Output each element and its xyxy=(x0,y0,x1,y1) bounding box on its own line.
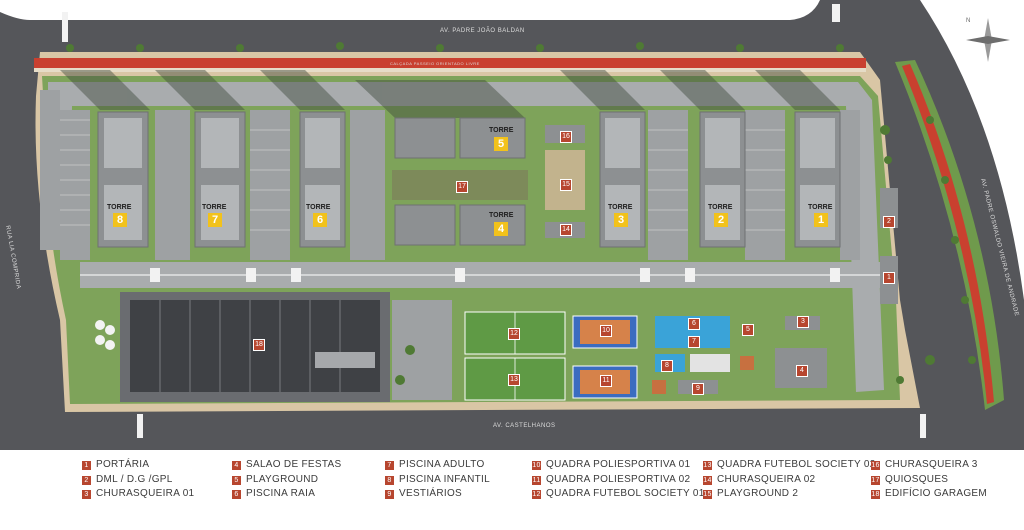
tower-word-1: TORRE xyxy=(808,204,833,211)
legend-num-15: 15 xyxy=(703,490,712,499)
tower-word-2: TORRE xyxy=(708,204,733,211)
legend-num-4: 4 xyxy=(232,461,241,470)
legend-num-16: 16 xyxy=(871,461,880,470)
tower-word-4: TORRE xyxy=(489,212,514,219)
legend-label-9: VESTIÁRIOS xyxy=(399,488,463,499)
tower-tag-4: 4 xyxy=(494,222,508,236)
legend-num-10: 10 xyxy=(532,461,541,470)
legend-label-2: DML / D.G /GPL xyxy=(96,474,173,485)
tower-word-6: TORRE xyxy=(306,204,331,211)
map-badge-17: 17 xyxy=(456,181,468,193)
legend-label-7: PISCINA ADULTO xyxy=(399,459,485,470)
legend-label-11: QUADRA POLIESPORTIVA 02 xyxy=(546,474,691,485)
legend-item-2: 2 DML / D.G /GPL xyxy=(82,474,173,485)
legend-label-12: QUADRA FUTEBOL SOCIETY 01 xyxy=(546,488,705,499)
legend-label-10: QUADRA POLIESPORTIVA 01 xyxy=(546,459,691,470)
legend-item-14: 14 CHURASQUEIRA 02 xyxy=(703,474,815,485)
street-label-south: AV. CASTELHANOS xyxy=(493,423,556,429)
legend-label-13: QUADRA FUTEBOL SOCIETY 02 xyxy=(717,459,876,470)
legend-label-1: PORTÁRIA xyxy=(96,459,150,470)
map-badge-11: 11 xyxy=(600,375,612,387)
legend-label-15: PLAYGROUND 2 xyxy=(717,488,799,499)
map-badge-2: 2 xyxy=(883,216,895,228)
legend-num-5: 5 xyxy=(232,476,241,485)
legend-item-5: 5 PLAYGROUND xyxy=(232,474,318,485)
legend-label-8: PISCINA INFANTIL xyxy=(399,474,490,485)
legend-item-6: 6 PISCINA RAIA xyxy=(232,488,315,499)
tower-tag-1: 1 xyxy=(814,213,828,227)
map-badge-7: 7 xyxy=(688,336,700,348)
legend-item-7: 7 PISCINA ADULTO xyxy=(385,459,485,470)
legend-item-16: 16 CHURASQUEIRA 3 xyxy=(871,459,978,470)
site-map: N xyxy=(0,0,1024,450)
map-badge-9: 9 xyxy=(692,383,704,395)
tower-tag-6: 6 xyxy=(313,213,327,227)
legend-label-5: PLAYGROUND xyxy=(246,474,319,485)
legend-label-4: SALAO DE FESTAS xyxy=(246,459,342,470)
legend-label-16: CHURASQUEIRA 3 xyxy=(885,459,978,470)
map-badge-13: 13 xyxy=(508,374,520,386)
legend-item-3: 3 CHURASQUEIRA 01 xyxy=(82,488,194,499)
legend-num-3: 3 xyxy=(82,490,91,499)
map-badge-8: 8 xyxy=(661,360,673,372)
map-badge-14: 14 xyxy=(560,224,572,236)
legend-num-6: 6 xyxy=(232,490,241,499)
tower-tag-5: 5 xyxy=(494,137,508,151)
tower-tag-2: 2 xyxy=(714,213,728,227)
tower-word-3: TORRE xyxy=(608,204,633,211)
legend-num-13: 13 xyxy=(703,461,712,470)
map-badge-18: 18 xyxy=(253,339,265,351)
tower-word-5: TORRE xyxy=(489,127,514,134)
tower-word-7: TORRE xyxy=(202,204,227,211)
map-badge-1: 1 xyxy=(883,272,895,284)
map-badge-5: 5 xyxy=(742,324,754,336)
tower-tag-8: 8 xyxy=(113,213,127,227)
legend-num-8: 8 xyxy=(385,476,394,485)
legend-label-17: QUIOSQUES xyxy=(885,474,949,485)
street-label-north: AV. PADRE JOÃO BALDAN xyxy=(440,28,525,34)
legend-num-7: 7 xyxy=(385,461,394,470)
legend-item-8: 8 PISCINA INFANTIL xyxy=(385,474,490,485)
map-badge-3: 3 xyxy=(797,316,809,328)
map-badge-16: 16 xyxy=(560,131,572,143)
tower-tag-3: 3 xyxy=(614,213,628,227)
legend-item-10: 10 QUADRA POLIESPORTIVA 01 xyxy=(532,459,690,470)
tower-tag-7: 7 xyxy=(208,213,222,227)
legend-label-14: CHURASQUEIRA 02 xyxy=(717,474,816,485)
legend-item-15: 15 PLAYGROUND 2 xyxy=(703,488,798,499)
legend-num-18: 18 xyxy=(871,490,880,499)
legend-num-9: 9 xyxy=(385,490,394,499)
legend-item-17: 17 QUIOSQUES xyxy=(871,474,948,485)
legend-num-17: 17 xyxy=(871,476,880,485)
legend-item-13: 13 QUADRA FUTEBOL SOCIETY 02 xyxy=(703,459,876,470)
map-badge-12: 12 xyxy=(508,328,520,340)
map-badge-15: 15 xyxy=(560,179,572,191)
legend-num-14: 14 xyxy=(703,476,712,485)
legend-item-12: 12 QUADRA FUTEBOL SOCIETY 01 xyxy=(532,488,705,499)
map-badge-10: 10 xyxy=(600,325,612,337)
map-badge-4: 4 xyxy=(796,365,808,377)
street-label-north-path: CALÇADA PASSEIO ORIENTADO LIVRE xyxy=(390,61,480,66)
legend-num-1: 1 xyxy=(82,461,91,470)
tower-word-8: TORRE xyxy=(107,204,132,211)
legend-item-4: 4 SALAO DE FESTAS xyxy=(232,459,341,470)
legend-num-2: 2 xyxy=(82,476,91,485)
legend-num-12: 12 xyxy=(532,490,541,499)
legend-label-3: CHURASQUEIRA 01 xyxy=(96,488,195,499)
legend-num-11: 11 xyxy=(532,476,541,485)
legend-label-6: PISCINA RAIA xyxy=(246,488,316,499)
legend-item-11: 11 QUADRA POLIESPORTIVA 02 xyxy=(532,474,690,485)
svg-text:N: N xyxy=(966,18,970,24)
legend-item-1: 1 PORTÁRIA xyxy=(82,459,149,470)
legend-label-18: EDIFÍCIO GARAGEM xyxy=(885,488,988,499)
legend-item-9: 9 VESTIÁRIOS xyxy=(385,488,462,499)
map-badge-6: 6 xyxy=(688,318,700,330)
legend-item-18: 18 EDIFÍCIO GARAGEM xyxy=(871,488,987,499)
legend: 1 PORTÁRIA 2 DML / D.G /GPL 3 CHURASQUEIRA … xyxy=(0,450,1024,530)
